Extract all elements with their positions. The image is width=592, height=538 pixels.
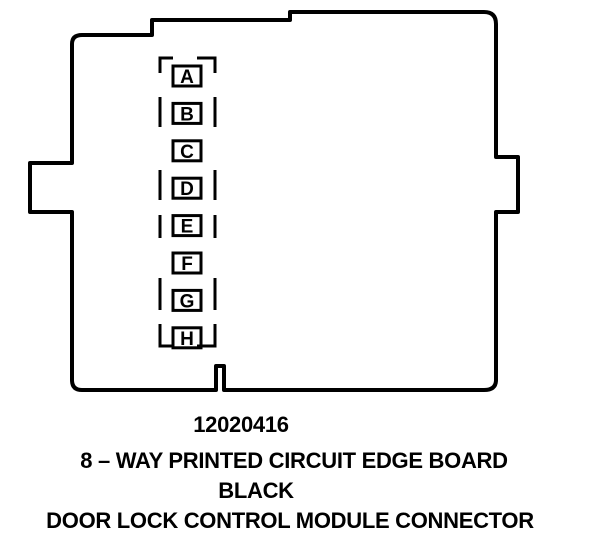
pin-cavity-h	[171, 326, 203, 350]
connector-name: DOOR LOCK CONTROL MODULE CONNECTOR	[46, 508, 534, 533]
connector-description: 8 – WAY PRINTED CIRCUIT EDGE BOARD	[80, 448, 508, 473]
pin-label-a: A	[180, 67, 194, 88]
pin-label-e: E	[181, 217, 194, 238]
pin-cavity-e	[171, 214, 203, 238]
pin-label-b: B	[180, 104, 194, 125]
pin-cavity-d	[171, 176, 203, 200]
pin-label-g: G	[180, 291, 195, 312]
part-number: 12020416	[193, 412, 289, 437]
pin-cavity-a	[171, 64, 203, 88]
cavity-column-bracket	[158, 56, 217, 348]
connector-body-outline	[28, 10, 520, 392]
connector-color: BLACK	[218, 478, 294, 503]
pin-cavity-c	[171, 139, 203, 163]
pin-cavity-g	[171, 288, 203, 312]
pin-cavity-b	[171, 101, 203, 125]
pin-label-h: H	[180, 329, 194, 350]
pin-cavity-f	[171, 251, 203, 275]
pin-label-c: C	[180, 142, 194, 163]
pin-label-d: D	[180, 179, 194, 200]
pin-label-f: F	[181, 254, 193, 275]
